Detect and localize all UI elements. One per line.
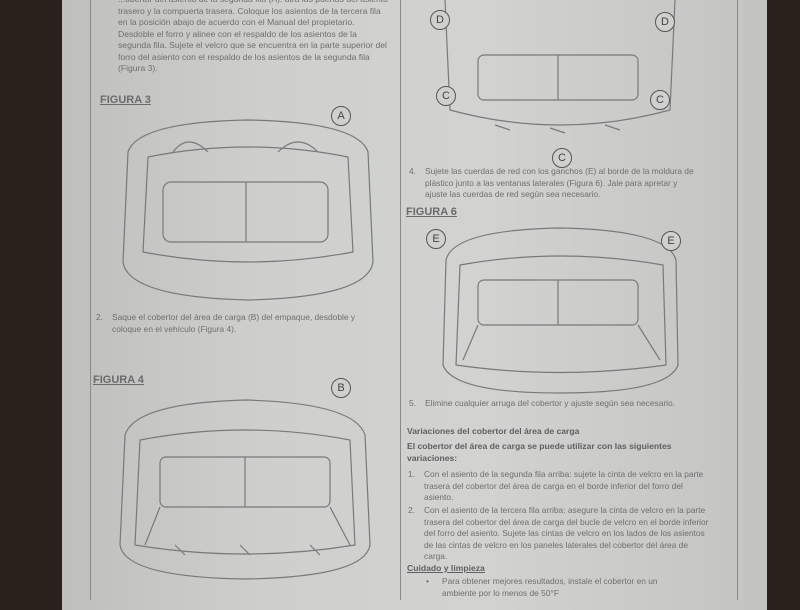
figure3-diagram <box>122 119 374 301</box>
variation-1-number: 1. <box>408 469 415 479</box>
variation-1-text: Con el asiento de la segunda fila arriba… <box>424 469 704 502</box>
figure6-title: FIGURA 6 <box>406 206 457 218</box>
care-bullet: • <box>426 576 429 586</box>
care-text: Para obtener mejores resultados, instale… <box>442 576 658 598</box>
callout-d-left: D <box>430 10 450 30</box>
left-border <box>90 0 91 600</box>
figure5-diagram <box>444 0 676 134</box>
care-item: • Para obtener mejores resultados, insta… <box>426 576 692 599</box>
callout-c-left: C <box>436 86 456 106</box>
callout-e-right: E <box>661 231 681 251</box>
figure4-title: FIGURA 4 <box>93 374 144 386</box>
document-page <box>62 0 767 610</box>
callout-d-right: D <box>655 12 675 32</box>
figure6-diagram <box>442 227 679 394</box>
care-heading: Cuidado y limpieza <box>407 563 485 573</box>
callout-c-right: C <box>650 90 670 110</box>
step-4-text: Sujete las cuerdas de red con los gancho… <box>425 166 694 199</box>
step-5-text: Elimine cualquier arruga del cobertor y … <box>425 398 675 408</box>
column-divider <box>400 0 401 600</box>
step-5-number: 5. <box>409 398 416 408</box>
callout-a: A <box>331 106 351 126</box>
step-2: 2. Saque el cobertor del área de carga (… <box>96 312 372 335</box>
variations-heading: Variaciones del cobertor del área de car… <box>407 426 580 436</box>
right-border <box>737 0 738 600</box>
variation-2-number: 2. <box>408 505 415 515</box>
intro-text: ...obertor del asiento de la segunda fil… <box>118 0 388 73</box>
callout-b: B <box>331 378 351 398</box>
step-4: 4. Sujete las cuerdas de red con los gan… <box>409 166 700 201</box>
step-4-number: 4. <box>409 166 416 176</box>
callout-c-bottom: C <box>552 148 572 168</box>
step-5: 5. Elimine cualquier arruga del cobertor… <box>409 398 700 410</box>
variations-intro: El cobertor del área de carga se puede u… <box>407 441 672 463</box>
step-2-number: 2. <box>96 312 103 322</box>
variation-2-text: Con el asiento de la tercera fila arriba… <box>424 505 709 561</box>
step-2-text: Saque el cobertor del área de carga (B) … <box>112 312 356 334</box>
figure3-title: FIGURA 3 <box>100 94 151 106</box>
variation-1: 1. Con el asiento de la segunda fila arr… <box>408 469 709 504</box>
variation-2: 2. Con el asiento de la tercera fila arr… <box>408 505 709 563</box>
callout-e-left: E <box>426 229 446 249</box>
figure4-diagram <box>119 399 371 580</box>
